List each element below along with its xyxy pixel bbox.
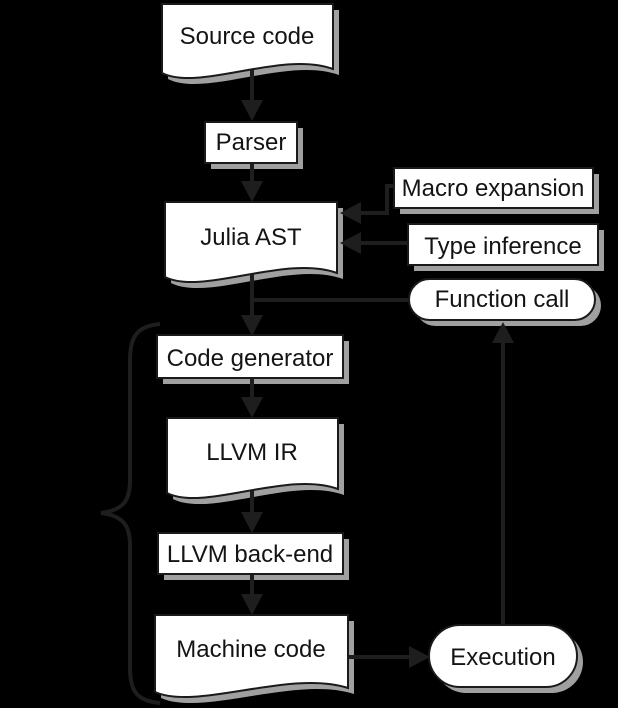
execution-label: Execution [450, 644, 555, 671]
arrowhead-into-julia-ast-lower-right [340, 232, 361, 254]
macro-expansion-rect-shape [393, 167, 594, 209]
node-code-generator: Code generator [156, 334, 344, 379]
function-call-label: Function call [435, 286, 570, 313]
julia-ast-label: Julia AST [200, 224, 302, 251]
source-code-document-shape [161, 3, 334, 80]
macro-expansion-label: Macro expansion [402, 175, 585, 202]
node-llvm-backend: LLVM back-end [157, 532, 344, 575]
node-layer: Source code Parser Julia AST Macro expan… [154, 3, 599, 699]
llvm-ir-label: LLVM IR [206, 439, 298, 466]
node-julia-ast: Julia AST [164, 201, 338, 284]
node-execution: Execution [428, 624, 578, 688]
parser-label: Parser [216, 129, 287, 156]
machine-code-label: Machine code [176, 636, 325, 663]
node-parser: Parser [204, 121, 298, 164]
arrowhead-into-julia-ast-upper-right [340, 202, 361, 224]
parser-rect-shape [204, 121, 298, 164]
node-machine-code: Machine code [154, 614, 349, 699]
llvm-backend-rect-shape [157, 532, 344, 575]
llvm-backend-label: LLVM back-end [167, 541, 333, 568]
arrowhead-into-llvm-backend [241, 512, 263, 533]
arrowhead-into-llvm-ir [241, 397, 263, 418]
arrowhead-into-parser [241, 100, 263, 121]
edge-macro-expansion-to-julia-ast [361, 184, 394, 215]
arrowhead-into-execution [409, 646, 430, 668]
julia-ast-document-shape [164, 201, 338, 284]
code-generator-rect-shape [156, 334, 344, 379]
llvm-ir-document-shape [166, 417, 339, 500]
node-macro-expansion: Macro expansion [393, 167, 594, 209]
type-inference-label: Type inference [424, 233, 581, 260]
arrowhead-into-code-generator [241, 315, 263, 336]
arrowhead-into-julia-ast-top [241, 181, 263, 202]
node-function-call: Function call [408, 278, 596, 321]
node-type-inference: Type inference [407, 223, 599, 266]
code-generator-label: Code generator [167, 345, 334, 372]
execution-stadium-shape [428, 624, 578, 688]
node-source-code: Source code [161, 3, 334, 80]
jit-group-brace [100, 322, 161, 705]
machine-code-document-shape [154, 614, 349, 699]
source-code-label: Source code [180, 23, 315, 50]
arrowhead-into-machine-code [241, 594, 263, 615]
function-call-stadium-shape [408, 278, 596, 321]
arrowhead-into-function-call [492, 322, 514, 343]
edge-layer [100, 60, 514, 705]
type-inference-rect-shape [407, 223, 599, 266]
node-llvm-ir: LLVM IR [166, 417, 339, 500]
